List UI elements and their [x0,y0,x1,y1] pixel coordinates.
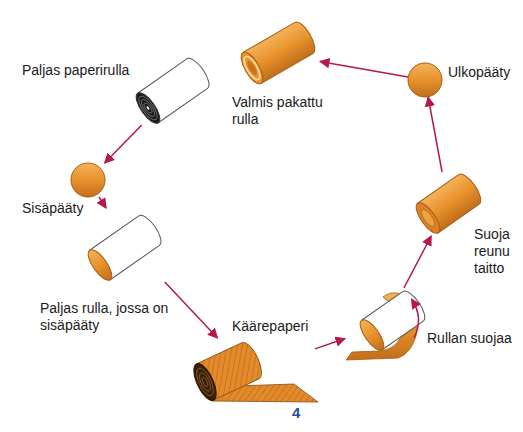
text-anchor: Valmis pakattu rulla [232,94,352,128]
step-illustration: Paljas paperirulla [138,57,212,125]
label-anchor: 4 [292,404,300,421]
step-illustration: Paljas rulla, jossa on sisäpääty [88,208,172,282]
flow-arrow [315,339,345,349]
roll-being-wrapped [346,288,429,360]
flow-arrow [99,197,106,208]
wrapping-paper [189,339,318,403]
step-caption: Paljas rulla, jossa on sisäpääty [40,300,175,334]
flow-arrow [428,97,442,172]
step-caption: Ulkopääty [448,64,520,81]
end-disc [408,63,442,97]
flow-arrow [105,125,142,163]
step-illustration: Suoja reunu taitto [412,172,484,236]
flow-arrow [404,236,431,288]
text-anchor: Sisäpääty [22,200,97,217]
step-caption: Valmis pakattu rulla [232,94,352,128]
bare-roll [132,55,213,127]
callout-number: 4 [292,404,300,421]
step-illustration: Rullan suojaa [345,288,424,362]
step-illustration: Käärepaperi [183,338,315,405]
finished-roll [237,19,319,87]
flow-arrow [165,282,218,338]
step-illustration: Ulkopääty [408,63,442,97]
step-caption: Käärepaperi [232,318,322,335]
step-illustration: Valmis pakattu rulla [236,20,320,88]
text-anchor: Käärepaperi [232,318,322,335]
step-illustration: Sisäpääty [71,163,105,197]
text-anchor: Rullan suojaa [427,330,521,347]
text-anchor: Ulkopääty [448,64,520,81]
roll-with-end [84,212,165,284]
step-caption: Paljas paperirulla [22,62,157,79]
step-caption: Rullan suojaa [427,330,521,347]
step-caption: Suoja reunu taitto [474,226,520,277]
text-anchor: Suoja reunu taitto [474,226,520,277]
text-anchor: Paljas rulla, jossa on sisäpääty [40,300,175,334]
step-caption: Sisäpääty [22,200,97,217]
end-disc [71,163,105,197]
text-anchor: Paljas paperirulla [22,62,157,79]
flow-arrow [320,61,408,77]
